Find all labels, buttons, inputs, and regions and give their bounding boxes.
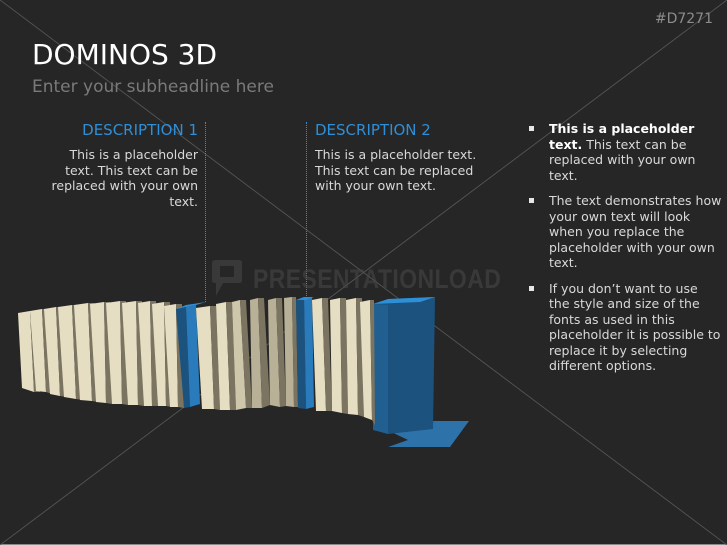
description-2-connector (306, 122, 307, 300)
watermark: PRESENTATIONLOAD (211, 258, 545, 300)
slide-code: #D7271 (654, 11, 713, 27)
bullet-item-1: This is a placeholder text. This text ca… (527, 121, 722, 183)
slide-subtitle[interactable]: Enter your subheadline here (32, 77, 274, 97)
bullet-square-icon (529, 126, 534, 131)
description-1-heading: DESCRIPTION 1 (82, 121, 198, 139)
bullet-2-text: The text demonstrates how your own text … (549, 193, 722, 270)
speech-bubble-icon (212, 260, 242, 296)
description-2-heading: DESCRIPTION 2 (315, 121, 431, 139)
bullet-1-text: This text can be replaced with your own … (549, 136, 696, 183)
bullet-1-bold: This is a placeholder text. (549, 121, 695, 152)
watermark-text: PRESENTATIONLOAD (253, 263, 502, 294)
slide-title[interactable]: DOMINOS 3D (32, 38, 218, 71)
description-2-body: This is a placeholder text. This text ca… (315, 147, 477, 193)
bullet-item-3: If you don’t want to use the style and s… (527, 281, 722, 374)
description-1-connector (205, 122, 206, 302)
description-2[interactable]: DESCRIPTION 2 This is a placeholder text… (315, 121, 485, 194)
description-1[interactable]: DESCRIPTION 1 This is a placeholder text… (40, 121, 198, 209)
bullet-square-icon (529, 198, 534, 203)
bullet-square-icon (529, 285, 534, 291)
description-1-body: This is a placeholder text. This text ca… (51, 147, 198, 209)
bullet-item-2: The text demonstrates how your own text … (527, 193, 722, 271)
bullet-list[interactable]: This is a placeholder text. This text ca… (527, 121, 722, 384)
bullet-3-text: If you don’t want to use the style and s… (549, 280, 721, 374)
